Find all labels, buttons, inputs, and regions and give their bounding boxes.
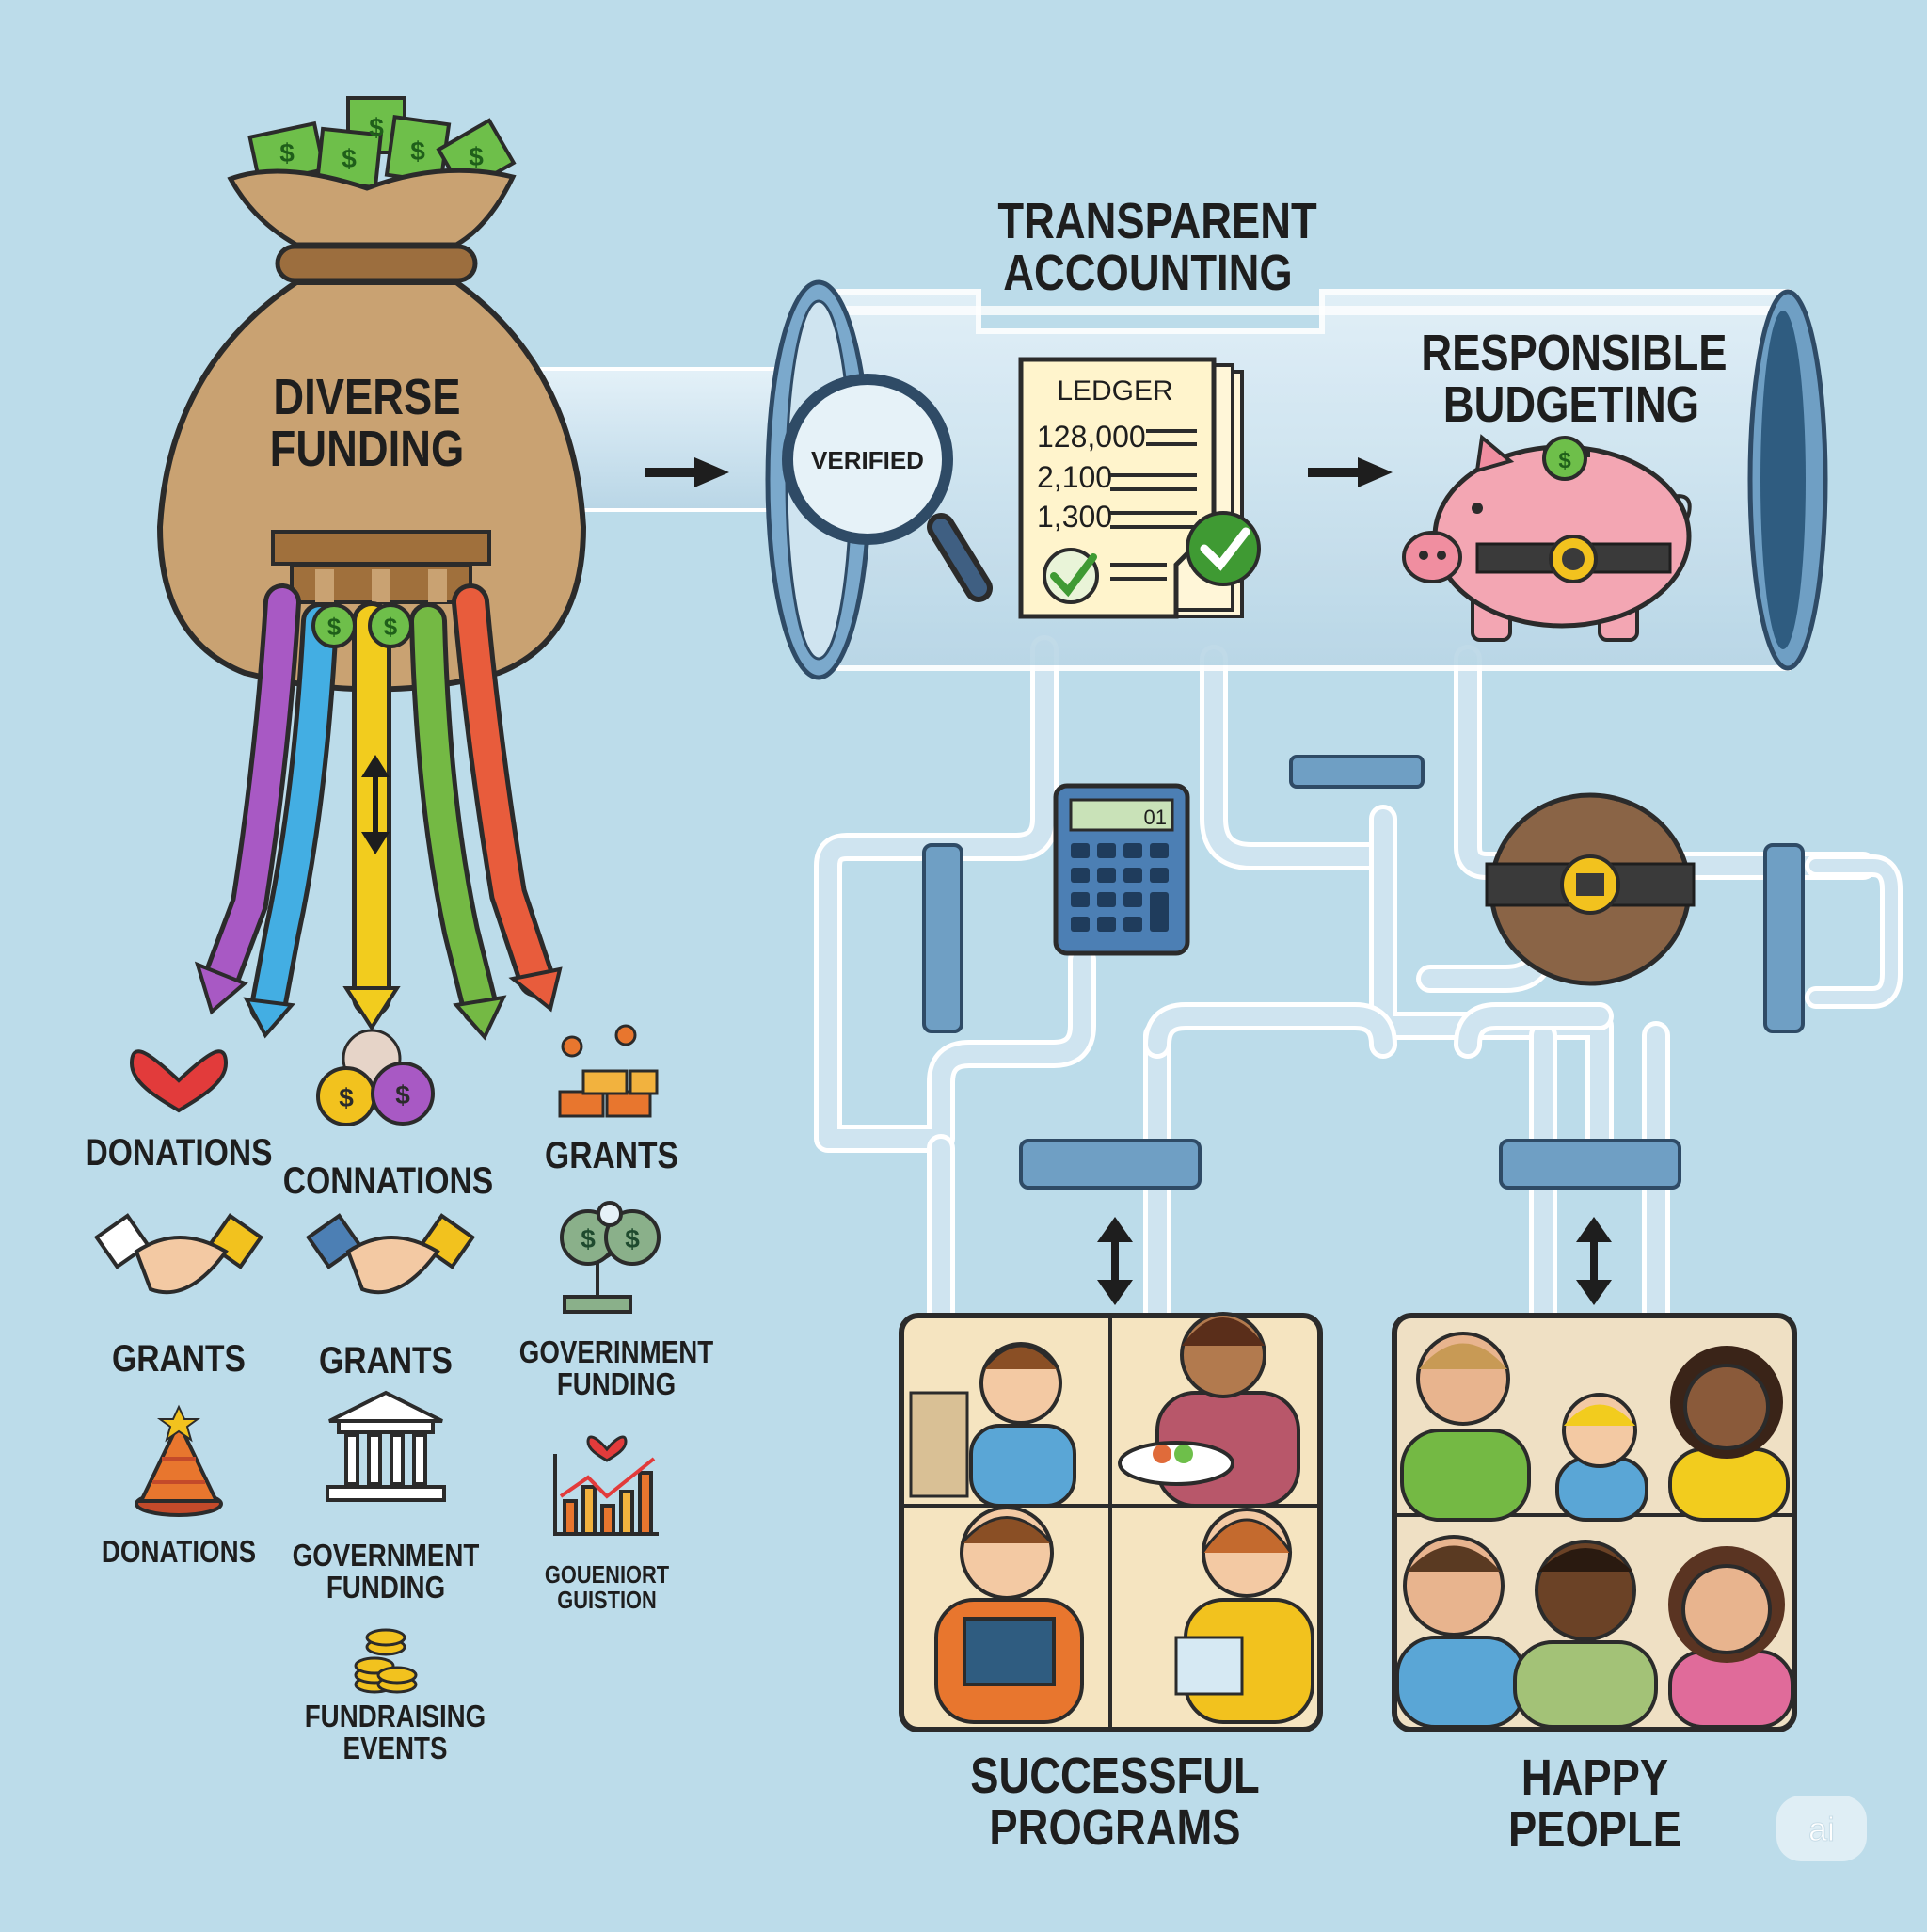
ledger-icon: LEDGER 128,000 2,100 1,300 (1018, 357, 1261, 619)
diverse-funding-title: DIVERSE FUNDING (269, 369, 465, 478)
stream-arrowheads (194, 961, 563, 1041)
coin-stack-icon (354, 1628, 418, 1694)
handshake-icon-1 (93, 1213, 264, 1295)
svg-text:$: $ (369, 113, 384, 142)
svg-text:$: $ (395, 1080, 410, 1110)
programs-scene-panel (899, 1312, 1323, 1732)
coin-icon (1542, 436, 1587, 481)
bearded-man-figure (1400, 1332, 1531, 1522)
money-tree-icon: $ $ (560, 1201, 661, 1314)
source-label-grants-1: GRANTS (545, 1135, 678, 1176)
svg-text:$: $ (327, 613, 342, 641)
funding-streams (202, 583, 555, 1026)
svg-text:$: $ (1558, 448, 1571, 473)
watermark-text: ai (1808, 1810, 1835, 1848)
calculator-icon: 01 (1053, 783, 1190, 956)
blocks-icon (558, 1024, 659, 1118)
source-label-gouenioirt-guistion: GOUENIORT GUISTION (544, 1560, 670, 1614)
flow-arrow-2 (1308, 457, 1393, 487)
source-label-grants-2: GRANTS (112, 1338, 246, 1380)
growth-chart-icon (553, 1435, 659, 1536)
curly-woman-figure (1668, 1346, 1790, 1522)
ledger-title: LEDGER (1057, 375, 1172, 407)
lower-pipe-network (814, 635, 1903, 1332)
svg-text:$: $ (279, 138, 295, 168)
source-label-donations-2: DONATIONS (101, 1534, 257, 1569)
responsible-budgeting-title: RESPONSIBLE BUDGETING (1421, 325, 1728, 434)
calculator-display: 01 (1144, 806, 1167, 829)
check-badge-icon (1186, 511, 1261, 586)
belted-sack-icon (1485, 792, 1696, 986)
check-icon (1043, 548, 1099, 604)
svg-text:$: $ (469, 142, 484, 171)
young-man-figure (1513, 1540, 1658, 1729)
source-label-grants-3: GRANTS (319, 1340, 453, 1381)
svg-text:$: $ (625, 1224, 640, 1253)
successful-programs-label: SUCCESSFUL PROGRAMS (970, 1748, 1260, 1857)
craft-girl-figure (1174, 1508, 1314, 1724)
people-scene-panel (1392, 1313, 1797, 1732)
transparent-accounting-title: TRANSPARENT ACCOUNTING (997, 193, 1317, 302)
handshake-icon-2 (305, 1213, 476, 1295)
party-hat-icon (135, 1404, 223, 1517)
source-label-government-funding: GOVERNMENT FUNDING (292, 1538, 480, 1605)
verified-text: VERIFIED (811, 446, 924, 474)
coins-icon: $ $ (316, 1029, 435, 1126)
ledger-line-2: 2,100 (1037, 460, 1112, 494)
double-arrow-icon (361, 755, 390, 854)
outcome-arrow-people (1576, 1217, 1612, 1305)
ledger-line-1: 128,000 (1037, 420, 1146, 454)
happy-people-label: HAPPY PEOPLE (1507, 1749, 1682, 1859)
heart-icon (129, 1049, 229, 1113)
svg-text:$: $ (581, 1224, 596, 1253)
smiling-man-figure (1395, 1535, 1526, 1729)
svg-text:$: $ (342, 144, 357, 173)
outcome-arrow-programs (1097, 1217, 1133, 1305)
building-icon (326, 1390, 446, 1502)
svg-text:$: $ (410, 136, 425, 166)
child-drinking-figure (969, 1342, 1076, 1508)
magnifier-icon: VERIFIED (782, 374, 993, 602)
server-woman-figure (1118, 1312, 1300, 1508)
child-figure (1555, 1393, 1648, 1522)
piggy-bank-icon: $ (1402, 434, 1692, 642)
reading-boy-figure (934, 1506, 1084, 1724)
stream-coins: $ $ (311, 603, 413, 648)
flow-arrow-1 (645, 457, 729, 487)
source-label-fundraising-events: FUNDRAISING EVENTS (304, 1699, 486, 1765)
source-label-donations-1: DONATIONS (85, 1132, 273, 1174)
svg-text:$: $ (339, 1083, 354, 1112)
ai-watermark: ai (1776, 1796, 1867, 1861)
source-label-connations: CONNATIONS (282, 1160, 494, 1202)
happy-woman-figure (1668, 1546, 1794, 1729)
source-label-goverinment-funding: GOVERINMENT FUNDING (518, 1334, 714, 1401)
pipe-rings (922, 755, 1805, 1190)
svg-text:$: $ (384, 613, 398, 641)
ledger-line-3: 1,300 (1037, 500, 1112, 534)
